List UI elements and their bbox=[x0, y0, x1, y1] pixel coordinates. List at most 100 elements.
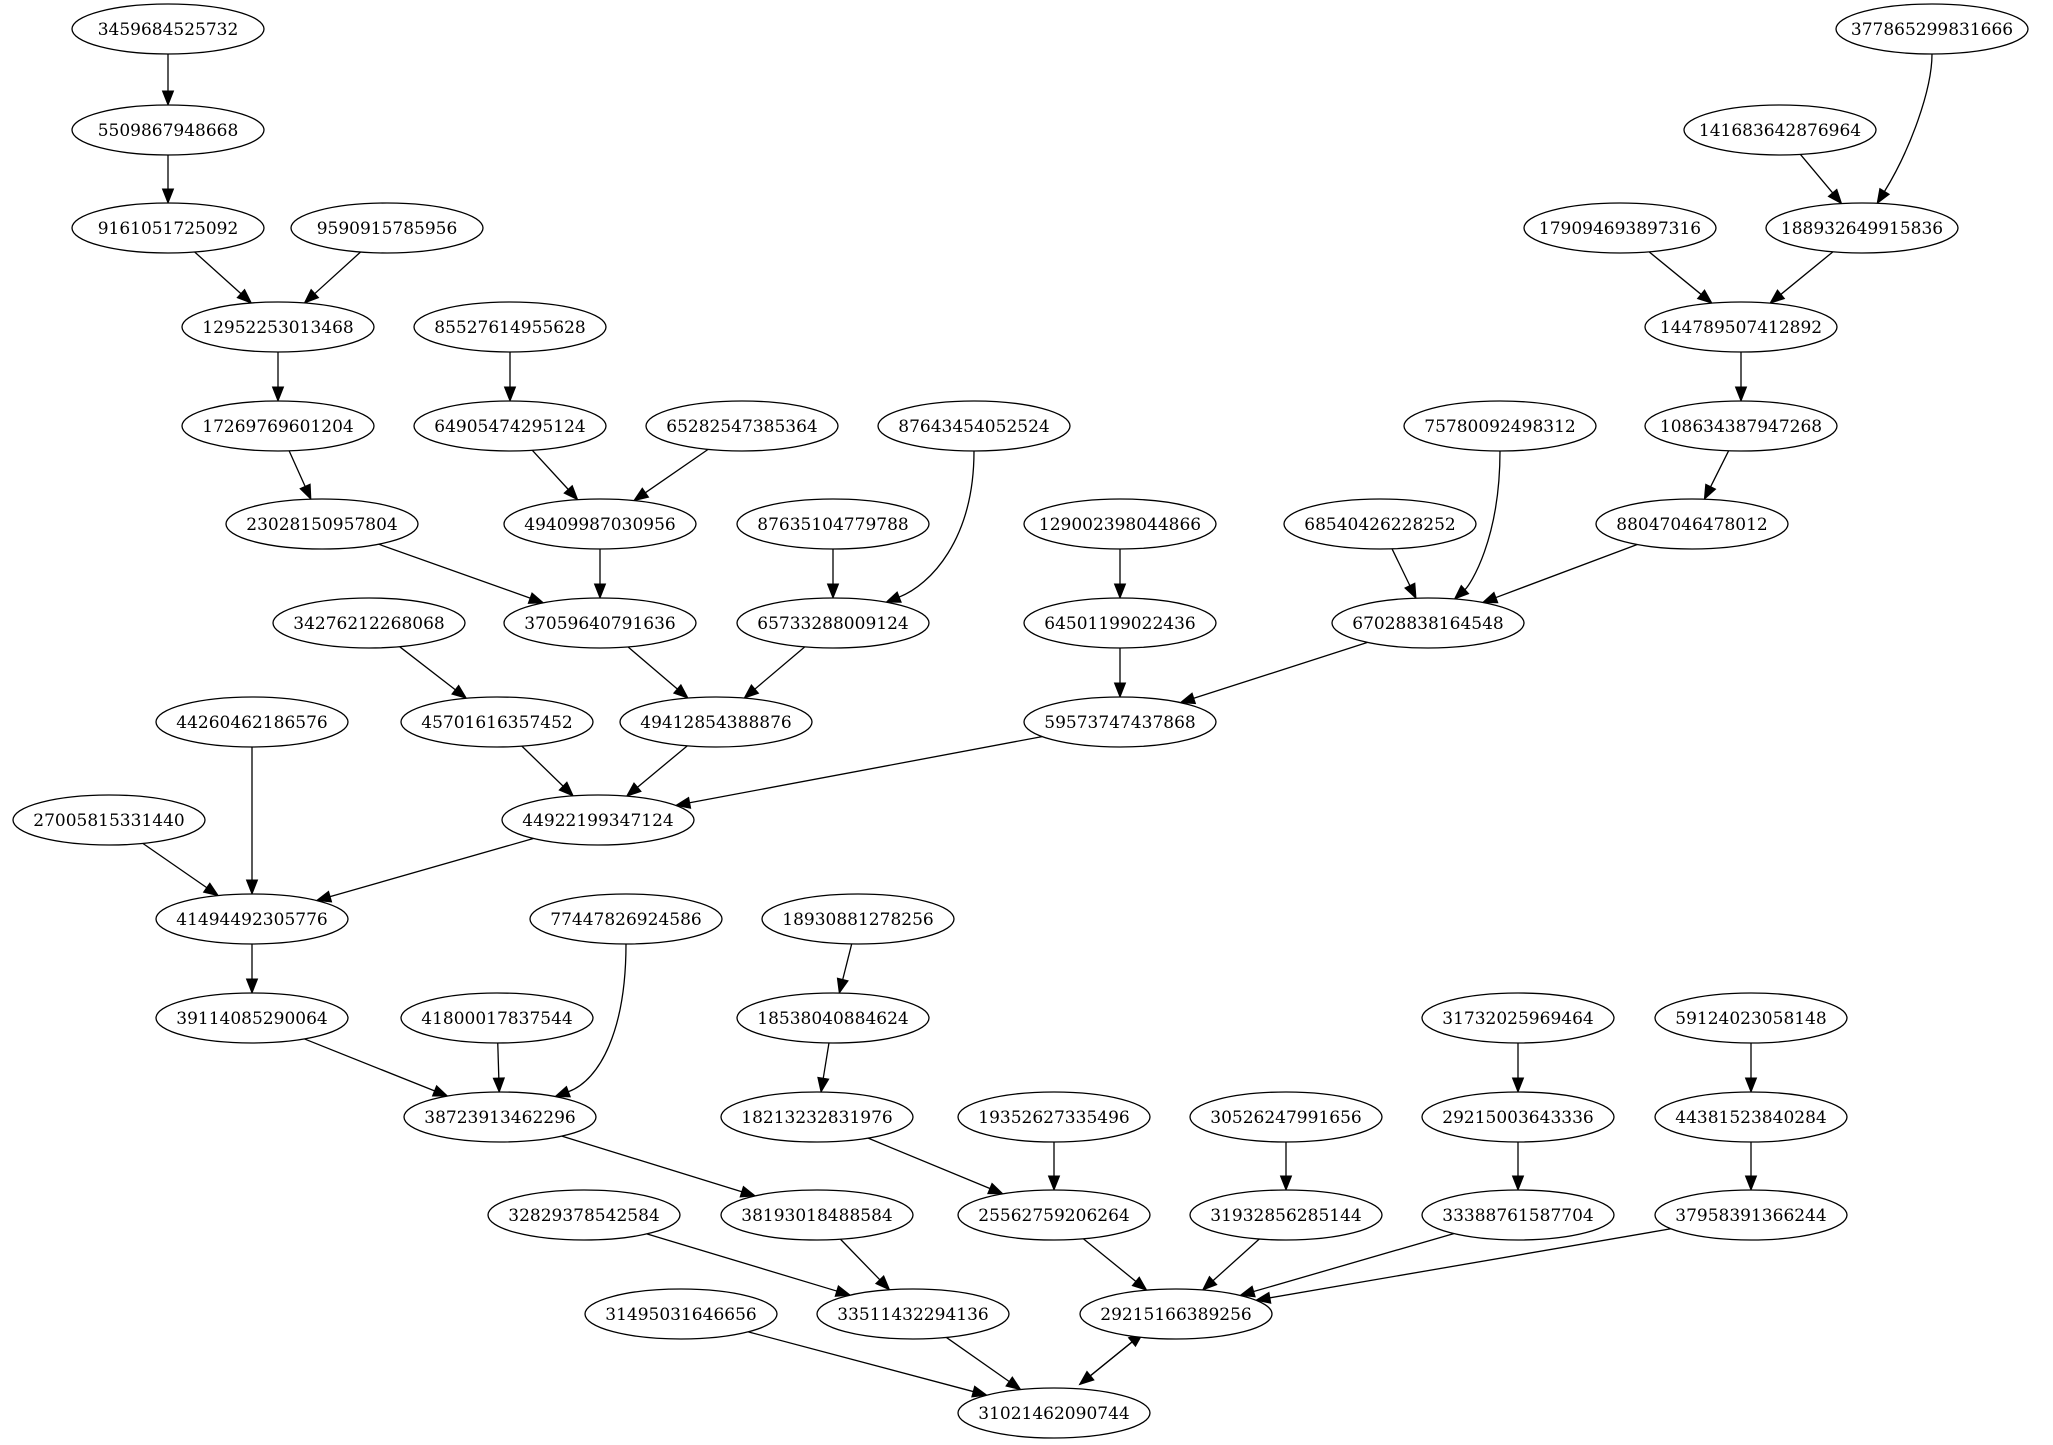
arrowhead-icon bbox=[674, 796, 692, 809]
edge-n40-n44 bbox=[817, 1042, 830, 1094]
node-n19: 377865299831666 bbox=[1835, 3, 2029, 55]
node-n4: 9590915785956 bbox=[290, 202, 484, 254]
node-label: 75780092498312 bbox=[1424, 417, 1575, 437]
node-label: 18930881278256 bbox=[782, 910, 933, 930]
edge-n39-n43 bbox=[492, 1042, 506, 1094]
edge-line bbox=[840, 1238, 881, 1281]
node-ellipse bbox=[877, 400, 1071, 452]
edge-n29-n35 bbox=[245, 747, 259, 896]
node-ellipse bbox=[181, 301, 375, 353]
node-ellipse bbox=[71, 104, 265, 156]
node-ellipse bbox=[736, 498, 930, 550]
edge-line bbox=[842, 943, 853, 980]
edge-line bbox=[1079, 1341, 1133, 1386]
arrowhead-icon bbox=[202, 882, 220, 897]
arrowhead-icon bbox=[739, 1185, 757, 1198]
edge-n36-n43 bbox=[553, 943, 627, 1098]
edge-line bbox=[399, 646, 456, 691]
node-n5: 12952253013468 bbox=[181, 301, 375, 353]
arrowhead-icon bbox=[563, 484, 579, 501]
node-ellipse bbox=[403, 1091, 597, 1143]
edge-n31-n34 bbox=[625, 745, 688, 798]
node-label: 49409987030956 bbox=[524, 515, 675, 535]
node-label: 30526247991656 bbox=[1210, 1108, 1361, 1128]
edge-n11-n25 bbox=[378, 543, 545, 604]
edge-n8-n12 bbox=[531, 449, 579, 501]
node-ellipse bbox=[1644, 301, 1838, 353]
arrowhead-icon bbox=[1769, 289, 1786, 305]
arrowhead-icon bbox=[1254, 1291, 1272, 1304]
node-n44: 18213232831976 bbox=[720, 1091, 914, 1143]
arrowhead-icon bbox=[1179, 692, 1197, 705]
edge-line bbox=[1495, 543, 1638, 599]
edge-n30-n34 bbox=[521, 745, 575, 797]
edge-n21-n23 bbox=[1648, 251, 1713, 305]
arrowhead-icon bbox=[826, 583, 840, 600]
edge-line bbox=[142, 842, 208, 889]
edge-n23-n17 bbox=[1734, 352, 1748, 403]
arrowhead-icon bbox=[271, 386, 285, 403]
node-ellipse bbox=[529, 893, 723, 945]
edge-n55-n58 bbox=[748, 1331, 989, 1398]
arrowhead-icon bbox=[236, 288, 253, 304]
node-label: 12952253013468 bbox=[202, 318, 353, 338]
edge-n47-n53 bbox=[1511, 1142, 1525, 1192]
node-n11: 23028150957804 bbox=[225, 498, 419, 550]
node-ellipse bbox=[1523, 202, 1717, 254]
node-label: 31732025969464 bbox=[1442, 1009, 1593, 1029]
edge-layer bbox=[142, 53, 1933, 1398]
arrowhead-icon bbox=[1113, 682, 1127, 699]
node-ellipse bbox=[816, 1288, 1010, 1340]
edge-line bbox=[689, 735, 1043, 804]
arrowhead-icon bbox=[1696, 289, 1713, 305]
node-n7: 17269769601204 bbox=[181, 400, 375, 452]
node-n13: 87635104779788 bbox=[736, 498, 930, 550]
node-n2: 5509867948668 bbox=[71, 104, 265, 156]
node-label: 59124023058148 bbox=[1675, 1009, 1826, 1029]
node-n31: 49412854388876 bbox=[619, 696, 813, 748]
node-n41: 31732025969464 bbox=[1421, 992, 1615, 1044]
edge-line bbox=[288, 450, 306, 487]
node-label: 31495031646656 bbox=[605, 1305, 756, 1325]
node-n48: 44381523840284 bbox=[1654, 1091, 1848, 1143]
edge-n13-n26 bbox=[826, 549, 840, 600]
node-label: 32829378542584 bbox=[508, 1206, 659, 1226]
node-n57: 29215166389256 bbox=[1079, 1288, 1273, 1340]
edge-n28-n32 bbox=[1179, 641, 1368, 705]
edge-line bbox=[748, 1331, 974, 1393]
edge-n10-n26 bbox=[884, 450, 975, 603]
edge-n45-n51 bbox=[1047, 1142, 1061, 1192]
edge-line bbox=[194, 251, 242, 295]
edge-n1-n2 bbox=[161, 54, 175, 107]
edge-line bbox=[1464, 450, 1501, 591]
node-n34: 44922199347124 bbox=[501, 794, 695, 846]
node-n25: 37059640791636 bbox=[503, 597, 697, 649]
arrowhead-icon bbox=[558, 781, 575, 797]
arrowhead-icon bbox=[161, 90, 175, 107]
node-n54: 37958391366244 bbox=[1654, 1189, 1848, 1241]
node-label: 34276212268068 bbox=[293, 614, 444, 634]
edge-line bbox=[637, 745, 688, 788]
edge-n18-n28 bbox=[1481, 543, 1638, 604]
node-label: 65733288009124 bbox=[757, 614, 908, 634]
node-ellipse bbox=[413, 400, 607, 452]
node-label: 9161051725092 bbox=[98, 219, 239, 239]
node-n45: 19352627335496 bbox=[957, 1091, 1151, 1143]
edge-n37-n40 bbox=[836, 943, 853, 995]
node-label: 3459684525732 bbox=[98, 20, 239, 40]
node-ellipse bbox=[957, 1387, 1151, 1439]
node-label: 179094693897316 bbox=[1539, 219, 1701, 239]
edge-n32-n34 bbox=[674, 735, 1043, 809]
edge-line bbox=[561, 1135, 742, 1193]
node-n14: 129002398044866 bbox=[1023, 498, 1217, 550]
edge-n41-n47 bbox=[1511, 1043, 1525, 1094]
edge-line bbox=[568, 943, 627, 1093]
node-n27: 64501199022436 bbox=[1023, 597, 1217, 649]
edge-line bbox=[1648, 251, 1702, 295]
edge-n46-n52 bbox=[1279, 1142, 1293, 1192]
edge-n33-n35 bbox=[142, 842, 220, 897]
arrowhead-icon bbox=[1201, 1275, 1218, 1291]
node-n47: 29215003643336 bbox=[1421, 1091, 1615, 1143]
node-ellipse bbox=[501, 794, 695, 846]
node-label: 38723913462296 bbox=[424, 1108, 575, 1128]
